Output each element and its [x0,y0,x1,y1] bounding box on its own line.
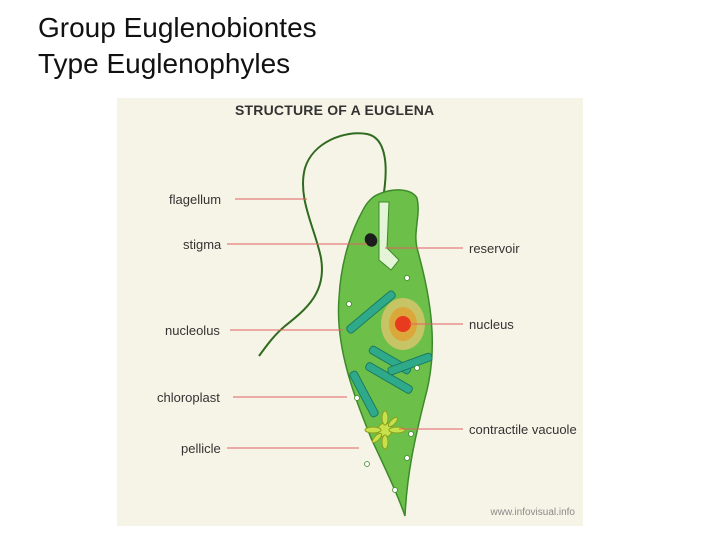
slide-title-line-1: Group Euglenobiontes [38,12,317,43]
slide-title-line-2: Type Euglenophyles [38,48,291,79]
figure-credit: www.infovisual.info [490,507,575,518]
contractile-vacuole-shape [364,410,406,450]
euglena-illustration [227,132,463,517]
reservoir-shape [378,201,400,271]
label-flagellum: flagellum [169,192,222,207]
label-reservoir: reservoir [469,241,520,256]
label-nucleolus: nucleolus [165,323,220,338]
euglena-figure: STRUCTURE OF A EUGLENA flagellum stigma … [117,98,583,526]
vesicles [346,275,420,493]
flagellum-shape [258,132,387,357]
slide-title: Group Euglenobiontes Type Euglenophyles [38,10,317,82]
label-nucleus: nucleus [469,317,514,332]
leader-lines [227,198,463,449]
label-chloroplast: chloroplast [157,390,220,405]
label-stigma: stigma [183,237,222,252]
label-contractile-vacuole: contractile vacuole [469,422,577,437]
figure-title: STRUCTURE OF A EUGLENA [235,102,435,118]
stigma-shape [364,233,378,247]
nucleolus-shape [395,316,411,332]
label-pellicle: pellicle [181,441,221,456]
chloroplasts [346,290,433,418]
